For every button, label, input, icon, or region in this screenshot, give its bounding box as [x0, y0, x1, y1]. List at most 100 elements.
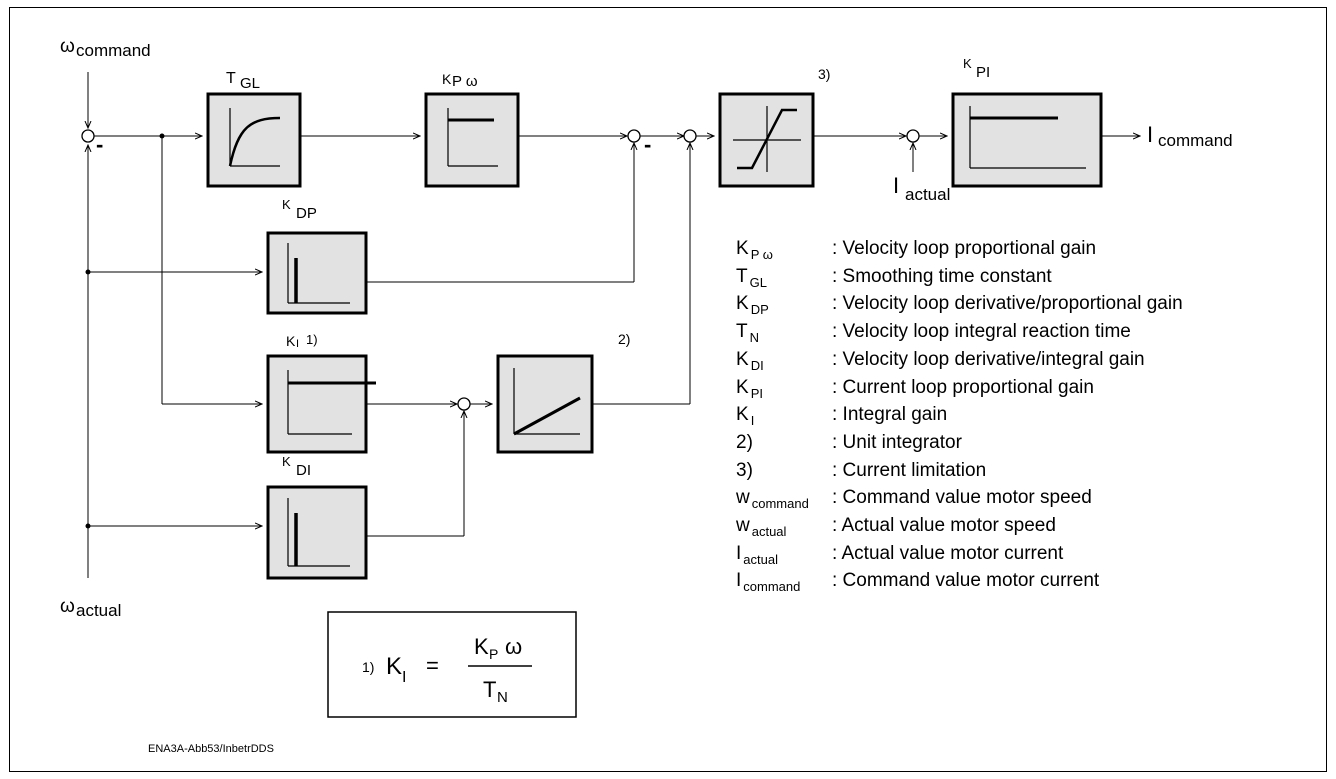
legend-symbol-main: K: [736, 349, 749, 370]
legend-symbol-subscript: actual: [743, 552, 778, 567]
summing-junction-kdp: [627, 129, 641, 143]
signal-wires: [88, 72, 1140, 578]
ki-formula-box: 1) K I = K P ω T N: [327, 611, 577, 718]
legend-symbol-subscript: command: [743, 579, 801, 594]
formula-denominator-subscript: N: [497, 689, 508, 706]
omega-command-label: command: [76, 41, 151, 60]
legend-symbol-subscript: DP: [750, 302, 769, 317]
branch-dot: [85, 523, 91, 529]
kdp-subscript: DP: [296, 205, 317, 222]
block-kpi: [951, 92, 1103, 188]
i-command-label: command: [1158, 131, 1233, 150]
legend-symbol-subscript: P ω: [750, 247, 773, 262]
block-kdp: [266, 231, 368, 315]
formula-denominator-symbol: T: [483, 677, 496, 702]
integrator-note: 2): [618, 331, 630, 347]
block-tgl: [206, 92, 302, 188]
legend-symbol-subscript: GL: [749, 275, 767, 290]
kdi-symbol: K: [282, 454, 291, 469]
block-kp-omega: [424, 92, 520, 188]
legend-symbol-subscript: I: [750, 413, 755, 428]
formula-lhs-symbol: K: [386, 653, 402, 680]
legend-symbol-main: K: [736, 293, 749, 314]
legend-description: : Velocity loop derivative/integral gain: [832, 349, 1145, 370]
formula-numerator-symbol: K: [474, 634, 489, 659]
block-unit-integrator: [496, 354, 594, 454]
kp-omega-subscript: P ω: [452, 73, 478, 90]
omega-command-symbol: ω: [60, 36, 75, 57]
summing-junction-ki-kdi: [457, 397, 471, 411]
summing-junction-integrator: [683, 129, 697, 143]
summing-junction-current: [906, 129, 920, 143]
block-kdi: [266, 485, 368, 580]
legend-symbol-subscript: actual: [751, 524, 787, 539]
formula-equals: =: [426, 653, 439, 678]
legend-symbol-main: K: [736, 377, 749, 398]
legend-symbol-main: 3): [736, 460, 753, 481]
formula-numerator-subscript: P: [489, 646, 498, 662]
omega-actual-symbol: ω: [60, 596, 75, 617]
legend-symbol-main: w: [736, 515, 750, 536]
legend-symbol-main: T: [736, 266, 748, 287]
legend-description: : Command value motor speed: [832, 487, 1092, 508]
formula-note: 1): [362, 659, 374, 675]
legend-description: : Velocity loop proportional gain: [832, 238, 1097, 259]
formula-lhs-subscript: I: [402, 669, 406, 686]
legend-symbol-main: K: [736, 404, 749, 425]
legend-description: : Current limitation: [832, 460, 987, 481]
ki-symbol: K: [286, 333, 296, 349]
i-actual-symbol: I: [893, 173, 899, 198]
legend-symbol: 2): [736, 432, 832, 454]
kdp-symbol: K: [282, 197, 291, 212]
branch-dot: [85, 269, 91, 275]
legend-description: : Actual value motor current: [832, 543, 1064, 564]
legend-symbol-subscript: DI: [750, 358, 764, 373]
kp-omega-symbol: K: [442, 71, 452, 87]
legend-symbol-main: 2): [736, 432, 753, 453]
i-command-symbol: I: [1147, 122, 1153, 147]
ki-subscript: I: [296, 338, 299, 350]
block-current-limiter: [718, 92, 815, 188]
legend-description: : Velocity loop integral reaction time: [832, 321, 1131, 342]
block-ki: [266, 354, 376, 454]
legend-symbol-subscript: command: [751, 496, 809, 511]
i-actual-label: actual: [905, 185, 950, 204]
legend-symbol-main: K: [736, 238, 749, 259]
limiter-note: 3): [818, 66, 830, 82]
legend-symbol-main: w: [736, 487, 750, 508]
diagram-frame: [9, 7, 1327, 772]
formula-numerator-omega: ω: [505, 634, 522, 659]
summing-junction-input: [81, 129, 95, 143]
legend-description: : Unit integrator: [832, 432, 962, 453]
legend-symbol-main: I: [736, 570, 742, 591]
legend-symbol: 3): [736, 460, 832, 482]
legend-description: : Command value motor current: [832, 570, 1100, 591]
minus-sign-input: -: [96, 132, 103, 157]
tgl-subscript: GL: [240, 75, 260, 92]
legend-symbol-main: T: [736, 321, 748, 342]
omega-actual-label: actual: [76, 601, 121, 620]
legend-symbol-subscript: N: [749, 330, 759, 345]
kpi-subscript: PI: [976, 64, 990, 81]
legend-description: : Velocity loop derivative/proportional …: [832, 293, 1183, 314]
ki-note: 1): [306, 332, 318, 347]
minus-sign-velocity: -: [644, 132, 651, 157]
kdi-subscript: DI: [296, 462, 311, 479]
legend-symbol-subscript: PI: [750, 386, 763, 401]
legend-description: : Actual value motor speed: [832, 515, 1056, 536]
branch-dot: [159, 133, 165, 139]
legend-symbol-main: I: [736, 543, 742, 564]
legend-description: : Smoothing time constant: [832, 266, 1052, 287]
